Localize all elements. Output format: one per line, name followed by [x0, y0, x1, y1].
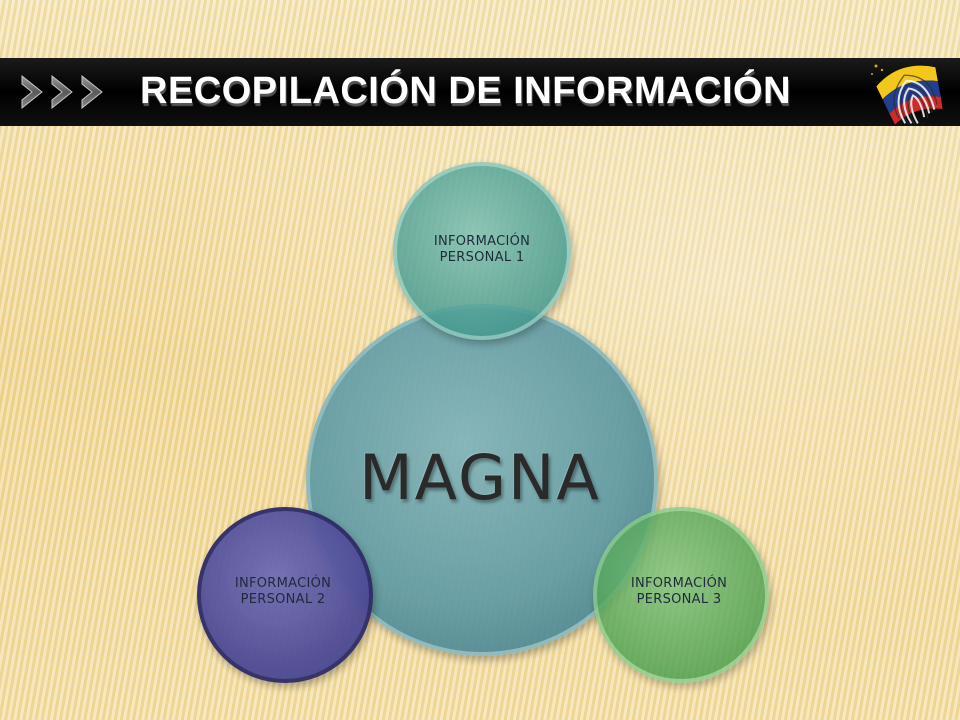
center-label: MAGNA [359, 441, 601, 514]
node-label-2: INFORMACIÓN PERSONAL 2 [203, 576, 363, 608]
node-label-1-line1: INFORMACIÓN [433, 234, 531, 249]
node-label-2-line1: INFORMACIÓN [234, 576, 332, 591]
node-label-3: INFORMACIÓN PERSONAL 3 [599, 576, 759, 608]
page-title: RECOPILACIÓN DE INFORMACIÓN [140, 66, 791, 118]
node-label-3-line2: PERSONAL 3 [636, 592, 722, 607]
node-circle-1 [393, 162, 571, 340]
node-label-1: INFORMACIÓN PERSONAL 1 [402, 234, 562, 266]
node-circle-3 [593, 507, 769, 683]
node-circle-2 [197, 507, 373, 683]
node-label-3-line1: INFORMACIÓN [630, 576, 728, 591]
node-label-2-line2: PERSONAL 2 [240, 592, 326, 607]
triple-chevron-arrows-icon [21, 74, 103, 110]
fingerprint-flag-logo-icon [871, 64, 943, 127]
title-bar: RECOPILACIÓN DE INFORMACIÓN [0, 58, 960, 126]
node-label-1-line2: PERSONAL 1 [439, 250, 525, 265]
